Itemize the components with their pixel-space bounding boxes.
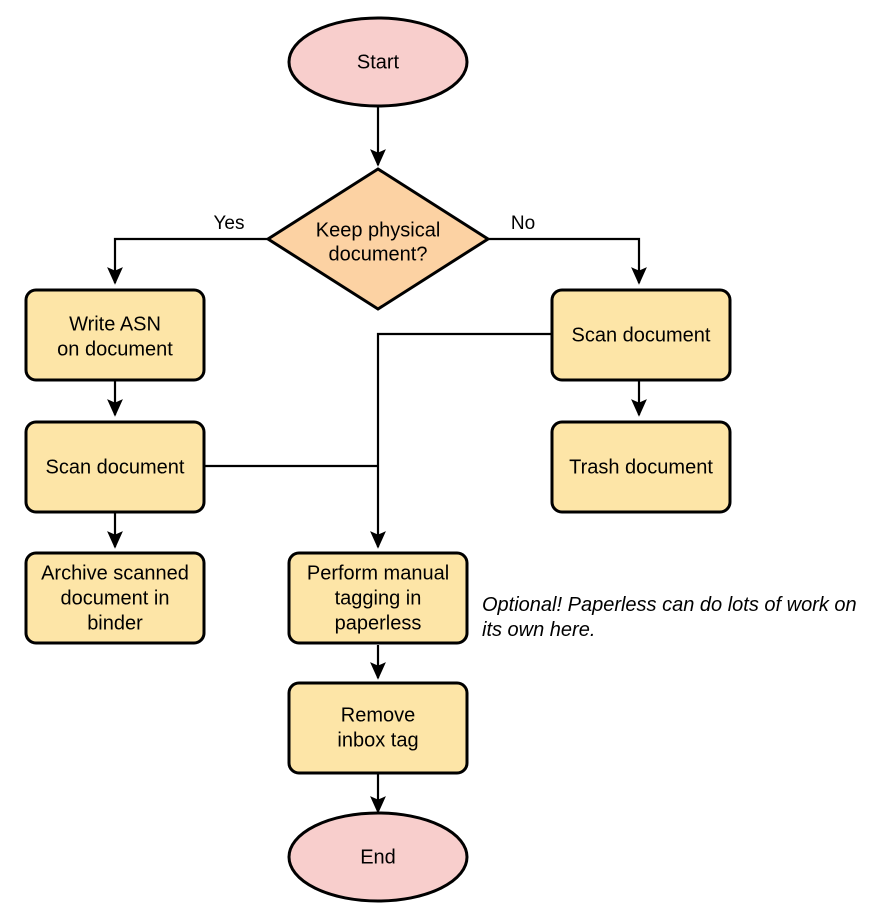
node-tagging-shape[interactable] [287,551,469,645]
node-write-asn-shape[interactable] [24,288,206,382]
node-tagging-label-line2: tagging in [335,587,422,609]
annotation-note: Optional! Paperless can do lots of work … [482,594,857,641]
edge-decision-yes-to-write-asn [107,237,268,285]
node-archive-label-line2: document in [61,587,170,609]
node-perform-manual-tagging[interactable]: Perform manual tagging in paperless [287,551,469,645]
node-archive-label-line3: binder [87,612,143,634]
node-scan-document-right[interactable]: Scan document [550,288,732,382]
edge-label-yes: Yes [214,213,245,234]
node-archive-shape[interactable] [24,551,206,645]
node-start-shape[interactable] [287,16,469,108]
node-trash-label: Trash document [569,456,713,478]
node-tagging-label-line3: paperless [335,612,422,634]
node-write-asn-label-line1: Write ASN [69,313,161,335]
edge-scan-right-to-tagging [370,332,552,549]
node-archive-label-line1: Archive scanned [41,562,189,584]
node-remove-inbox-shape[interactable] [287,681,469,775]
node-remove-inbox-label-line1: Remove [341,704,415,726]
node-scan-left-label: Scan document [46,456,185,478]
edge-decision-no-to-scan-right [488,237,647,285]
node-scan-right-label: Scan document [572,324,711,346]
node-end-shape[interactable] [287,811,469,903]
edges-layer [107,105,647,814]
node-scan-right-shape[interactable] [550,288,732,382]
node-decision-label-line2: document? [329,243,428,265]
node-end[interactable]: End [287,811,469,903]
node-scan-document-left[interactable]: Scan document [24,420,206,514]
node-decision-label-line1: Keep physical [316,219,441,241]
node-start-label: Start [357,51,400,73]
node-trash-document[interactable]: Trash document [550,420,732,514]
node-archive-scanned-document[interactable]: Archive scanned document in binder [24,551,206,645]
node-tagging-label-line1: Perform manual [307,562,449,584]
annotation-note-line1: Optional! Paperless can do lots of work … [482,594,857,616]
edge-label-no: No [511,213,535,234]
node-remove-inbox-label-line2: inbox tag [337,729,418,751]
node-write-asn-on-document[interactable]: Write ASN on document [24,288,206,382]
node-decision-shape[interactable] [265,167,491,311]
node-end-label: End [360,846,396,868]
node-scan-left-shape[interactable] [24,420,206,514]
node-write-asn-label-line2: on document [57,338,173,360]
node-remove-inbox-tag[interactable]: Remove inbox tag [287,681,469,775]
node-trash-shape[interactable] [550,420,732,514]
node-start[interactable]: Start [287,16,469,108]
node-keep-physical-document[interactable]: Keep physical document? [265,167,491,311]
annotation-note-line2: its own here. [482,619,595,641]
edge-labels-layer: Yes No [214,213,536,234]
